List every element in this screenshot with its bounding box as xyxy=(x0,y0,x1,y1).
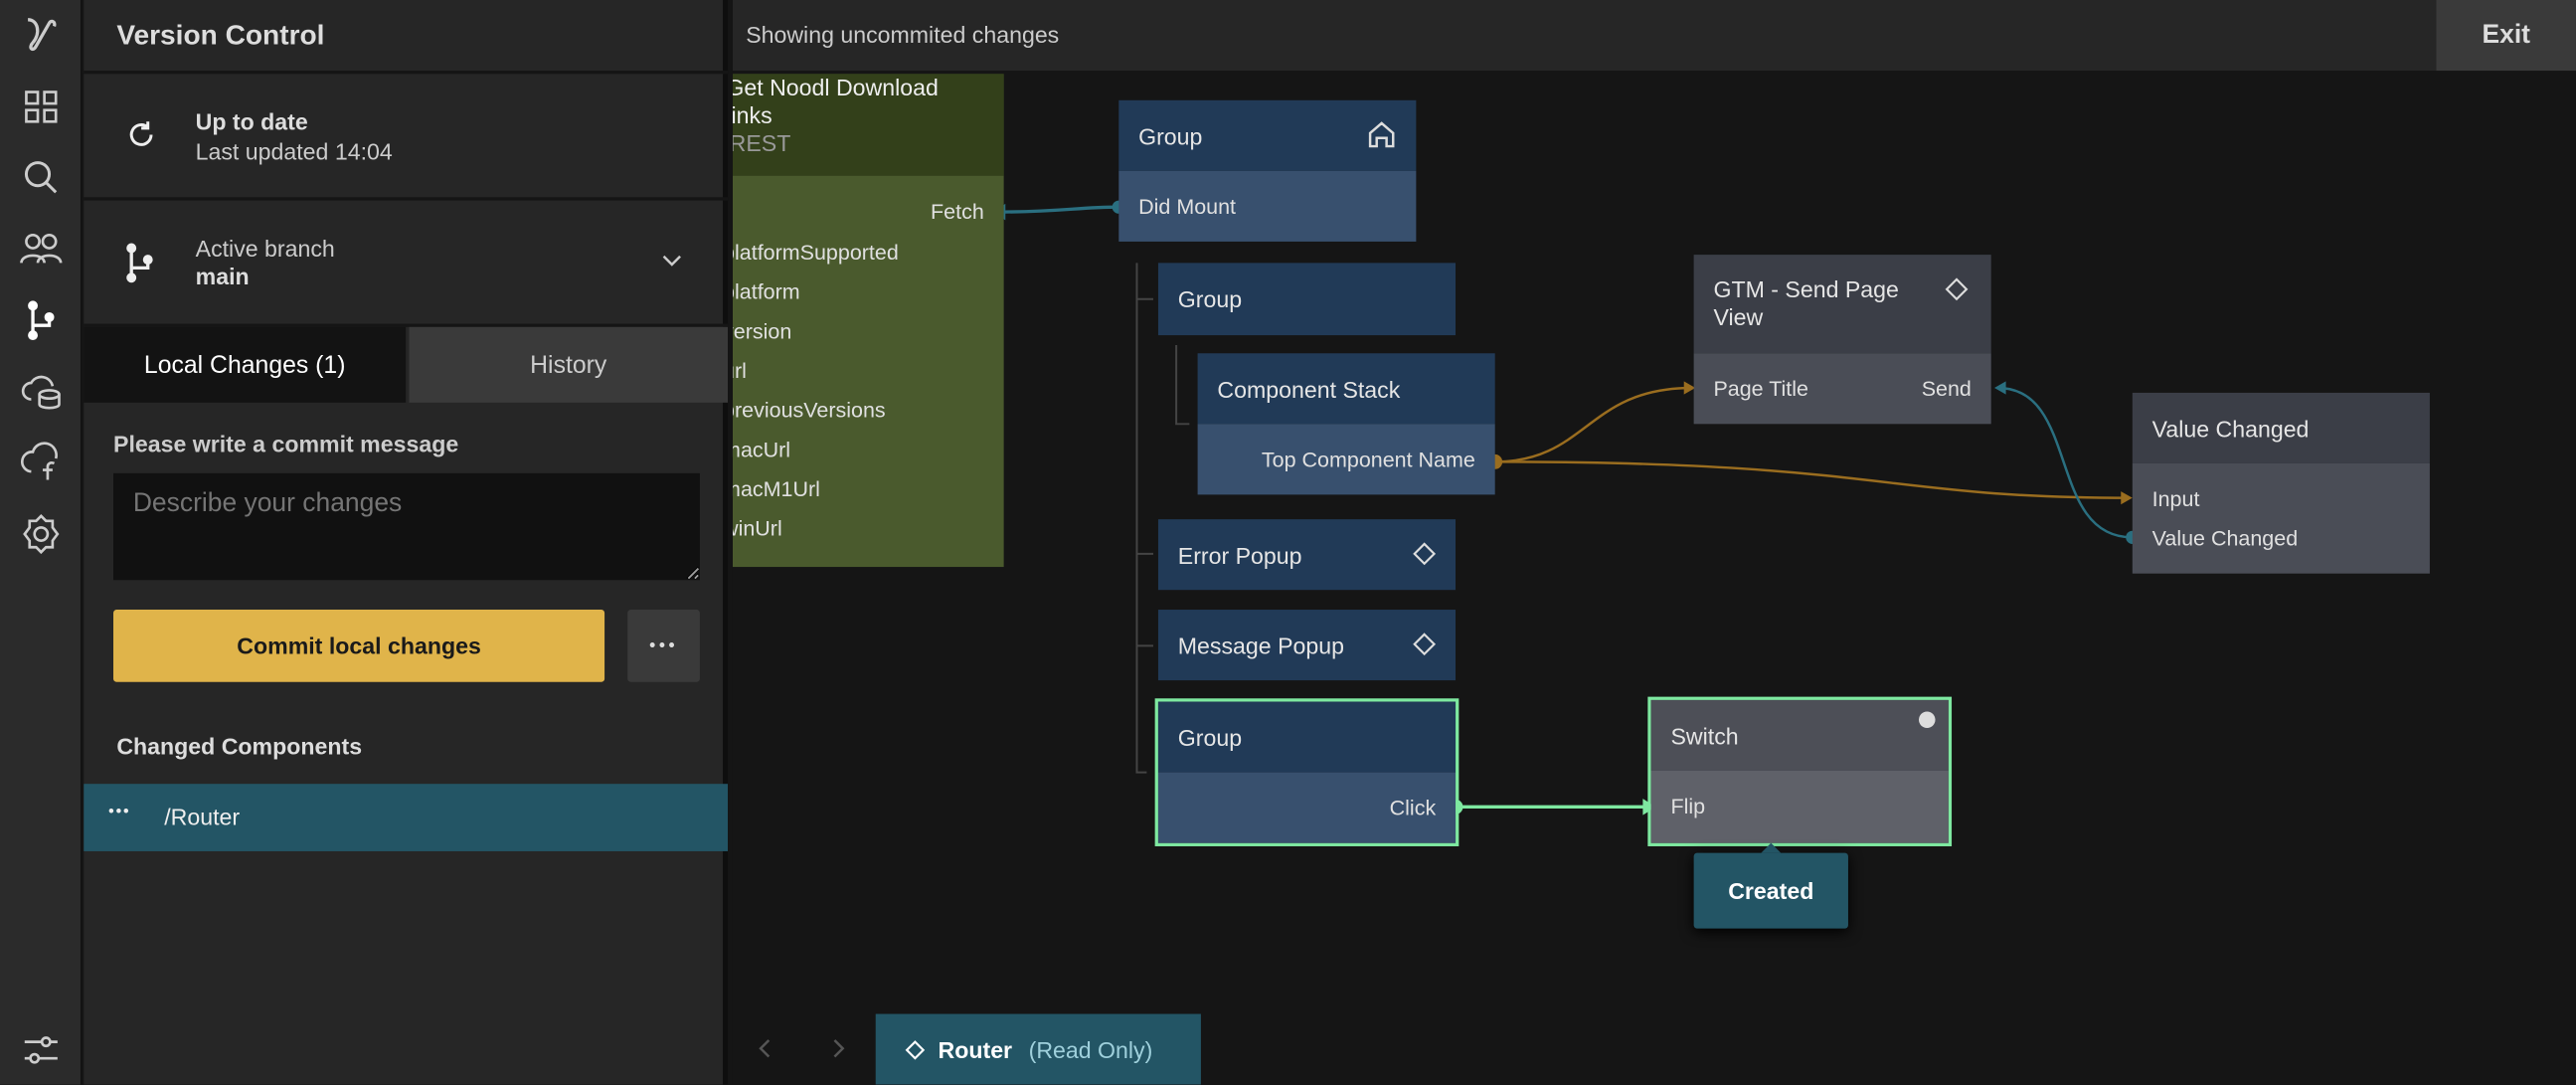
node-title: Group xyxy=(1177,285,1243,312)
node-title: Value Changed xyxy=(2151,415,2310,442)
port-platformsupported[interactable]: platformSupported xyxy=(732,240,899,266)
port-macm1url[interactable]: macM1Url xyxy=(733,476,820,501)
icon-rail xyxy=(0,0,83,1085)
commit-button[interactable]: Commit local changes xyxy=(113,610,605,682)
tab-local-changes[interactable]: Local Changes (1) xyxy=(84,326,407,403)
rest-node-type: REST xyxy=(732,129,791,156)
status-subtitle: Last updated 14:04 xyxy=(195,137,393,165)
node-title: Error Popup xyxy=(1177,541,1302,568)
search-icon[interactable] xyxy=(20,156,63,199)
bottom-bar: Router (Read Only) xyxy=(733,1013,2576,1085)
wire-topname-input xyxy=(1494,460,2130,499)
state-indicator-icon xyxy=(1919,711,1936,729)
node-title: Group xyxy=(1177,723,1243,751)
port-fetch[interactable]: Fetch xyxy=(931,198,984,224)
cloud-functions-icon[interactable] xyxy=(20,441,63,483)
component-diamond-icon xyxy=(1413,542,1437,566)
connections xyxy=(992,200,2140,815)
rest-node-title: Get Noodl Download links xyxy=(733,74,939,128)
port-did-mount[interactable]: Did Mount xyxy=(1138,193,1237,219)
port-send[interactable]: Send xyxy=(1921,376,1972,402)
node-title: Group xyxy=(1138,122,1203,149)
logo-icon[interactable] xyxy=(20,13,63,56)
node-title: Switch xyxy=(1670,722,1739,749)
component-diamond-icon xyxy=(905,1039,926,1059)
row-menu-icon[interactable]: ••• xyxy=(108,804,131,822)
message-popup-node[interactable]: Message Popup xyxy=(1157,610,1457,681)
group-node-root[interactable]: Group Did Mount xyxy=(1118,99,1417,242)
status-title: Up to date xyxy=(195,108,308,135)
top-bar: Showing uncommited changes Exit xyxy=(732,0,2576,72)
group-node[interactable]: Group xyxy=(1157,263,1457,336)
rest-node[interactable]: Get Noodl Download links REST Fetch plat… xyxy=(732,74,1004,568)
wire-topname-pagetitle xyxy=(1494,386,1692,463)
port-version[interactable]: version xyxy=(733,318,792,344)
gtm-send-page-view-node[interactable]: GTM - Send Page View Page Title Send xyxy=(1693,255,1991,425)
wire-valuechanged-send xyxy=(1997,386,2133,539)
exit-button[interactable]: Exit xyxy=(2436,0,2576,72)
node-title: Message Popup xyxy=(1177,632,1344,658)
commit-message-input[interactable] xyxy=(113,472,700,581)
component-diamond-icon xyxy=(1945,277,1969,301)
changed-components-title: Changed Components xyxy=(116,732,363,760)
node-title: Component Stack xyxy=(1217,375,1401,403)
created-tooltip: Created xyxy=(1693,852,1848,929)
panel-title: Version Control xyxy=(116,19,325,51)
component-diamond-icon xyxy=(1413,633,1437,656)
chevron-down-icon[interactable] xyxy=(660,253,683,270)
editor-settings-icon[interactable] xyxy=(20,1028,63,1071)
port-macurl[interactable]: macUrl xyxy=(733,437,791,462)
version-control-icon[interactable] xyxy=(20,299,63,342)
commit-message-label: Please write a commit message xyxy=(113,430,459,457)
tab-history[interactable]: History xyxy=(409,326,729,403)
tab-router-label: Router xyxy=(938,1035,1013,1063)
error-popup-node[interactable]: Error Popup xyxy=(1157,519,1457,591)
port-top-component-name[interactable]: Top Component Name xyxy=(1261,447,1475,472)
sync-status: Up to date Last updated 14:04 xyxy=(84,74,729,201)
back-arrow-icon[interactable] xyxy=(756,1037,775,1060)
collaborators-icon[interactable] xyxy=(20,227,63,270)
branch-icon xyxy=(126,243,153,283)
port-previousversions[interactable]: previousVersions xyxy=(732,397,886,423)
port-input[interactable]: Input xyxy=(2151,486,2200,511)
switch-node[interactable]: Switch Flip xyxy=(1647,696,1953,846)
branch-selector[interactable]: Active branch main xyxy=(84,201,729,327)
component-stack-node[interactable]: Component Stack Top Component Name xyxy=(1197,353,1495,495)
hierarchy-lines xyxy=(1135,263,1190,774)
node-title: GTM - Send Page View xyxy=(1713,275,1899,331)
value-changed-node[interactable]: Value Changed Input Value Changed xyxy=(2132,392,2430,574)
version-control-panel: Version Control Up to date Last updated … xyxy=(84,0,729,1085)
read-only-note: (Read Only) xyxy=(1028,1035,1153,1063)
group-node-created[interactable]: Group Click xyxy=(1154,698,1460,846)
branch-name: main xyxy=(195,263,250,289)
node-graph-canvas[interactable]: Get Noodl Download links REST Fetch plat… xyxy=(732,0,2576,1085)
component-name: /Router xyxy=(164,804,241,830)
port-platform[interactable]: platform xyxy=(733,278,800,304)
port-winurl[interactable]: winUrl xyxy=(733,515,782,541)
wire-didmount-fetch xyxy=(995,205,1119,214)
port-value-changed[interactable]: Value Changed xyxy=(2151,525,2299,551)
settings-icon[interactable] xyxy=(20,513,63,556)
changed-component-row[interactable]: ••• /Router xyxy=(84,784,729,851)
branch-label: Active branch xyxy=(195,235,335,262)
forward-arrow-icon[interactable] xyxy=(828,1037,848,1060)
port-flip[interactable]: Flip xyxy=(1670,794,1706,818)
port-url[interactable]: url xyxy=(733,358,747,384)
port-click[interactable]: Click xyxy=(1389,795,1437,820)
tab-router[interactable]: Router (Read Only) xyxy=(875,1013,1201,1085)
components-icon[interactable] xyxy=(20,86,63,128)
uncommitted-changes-message: Showing uncommited changes xyxy=(746,21,1060,48)
port-page-title[interactable]: Page Title xyxy=(1713,376,1809,402)
more-options-button[interactable]: ••• xyxy=(627,610,700,682)
cloud-data-icon[interactable] xyxy=(20,370,63,413)
refresh-icon[interactable] xyxy=(125,118,158,151)
tooltip-arrow xyxy=(1761,842,1782,853)
home-icon xyxy=(1368,121,1395,148)
